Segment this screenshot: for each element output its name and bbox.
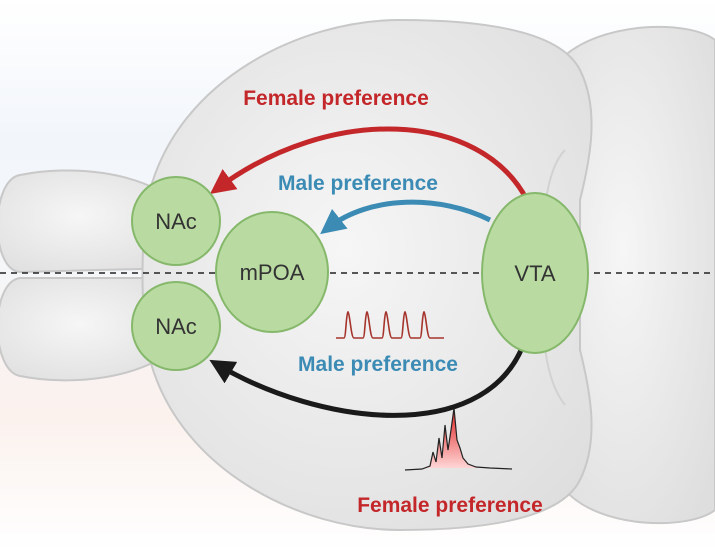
black-projection-arrow [209, 347, 525, 418]
mpoa-node [215, 211, 329, 333]
nac-top-node [131, 176, 221, 266]
vta-node [481, 192, 589, 354]
burst-spike-trace-icon [404, 407, 513, 471]
female-preference-arrow-top [209, 126, 530, 202]
nac-bottom-node [131, 281, 221, 371]
periodic-spike-trace-icon [336, 310, 444, 339]
brain-outline [141, 18, 593, 532]
nac-top-label: NAc [155, 209, 197, 234]
male-preference-label-middle: Male preference [278, 172, 438, 195]
vta-label: VTA [514, 261, 555, 286]
mpoa-label: mPOA [240, 260, 305, 285]
male-preference-arrow [320, 199, 492, 235]
male-preference-label-lower: Male preference [298, 353, 458, 376]
female-preference-label-top: Female preference [243, 87, 429, 110]
olfactory-bulb-top [0, 169, 181, 274]
olfactory-bulb-bottom [0, 277, 181, 382]
nac-bottom-label: NAc [155, 314, 197, 339]
female-preference-label-bottom: Female preference [357, 494, 543, 517]
